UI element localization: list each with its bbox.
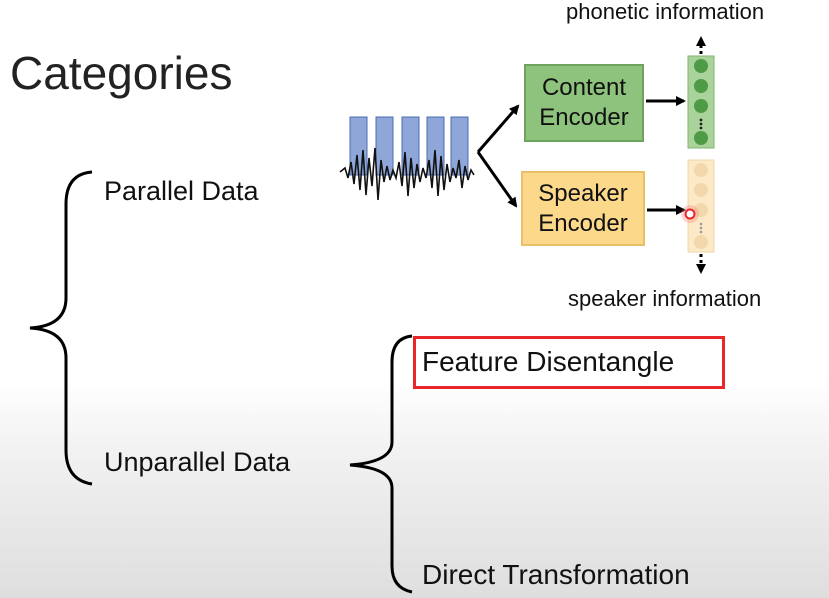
audio-waveform-icon (339, 147, 475, 201)
feature-disentangle-label: Feature Disentangle (422, 346, 675, 377)
spectrogram-icon (349, 116, 469, 176)
content-encoder-box: Content Encoder (524, 64, 644, 142)
speaker-encoder-label-line2: Encoder (538, 209, 628, 237)
parallel-data-label: Parallel Data (104, 176, 259, 206)
spectrogram-bar (426, 116, 445, 176)
direct-transformation-label: Direct Transformation (422, 559, 690, 590)
inner-brace (349, 334, 413, 594)
content-encoder-label-line2: Encoder (539, 104, 629, 131)
fork-line (476, 151, 518, 208)
speaker-encoder-box: Speaker Encoder (521, 171, 645, 246)
speaker-information-label: speaker information (568, 286, 762, 311)
content-encoder-label-line1: Content (541, 74, 627, 101)
speaker-vector (687, 159, 715, 253)
fork-line (476, 104, 520, 153)
speaker-encoder-label-line1: Speaker (538, 179, 628, 207)
spectrogram-bar (450, 116, 469, 176)
content-vector (687, 55, 715, 149)
feature-disentangle-highlight-box (413, 336, 725, 389)
phonetic-information-label: phonetic information (566, 0, 765, 24)
laser-pointer-icon (681, 205, 699, 223)
spectrogram-bar (375, 116, 394, 176)
outer-brace (29, 170, 93, 486)
slide-title: Categories (10, 47, 233, 99)
unparallel-data-label: Unparallel Data (104, 447, 291, 477)
